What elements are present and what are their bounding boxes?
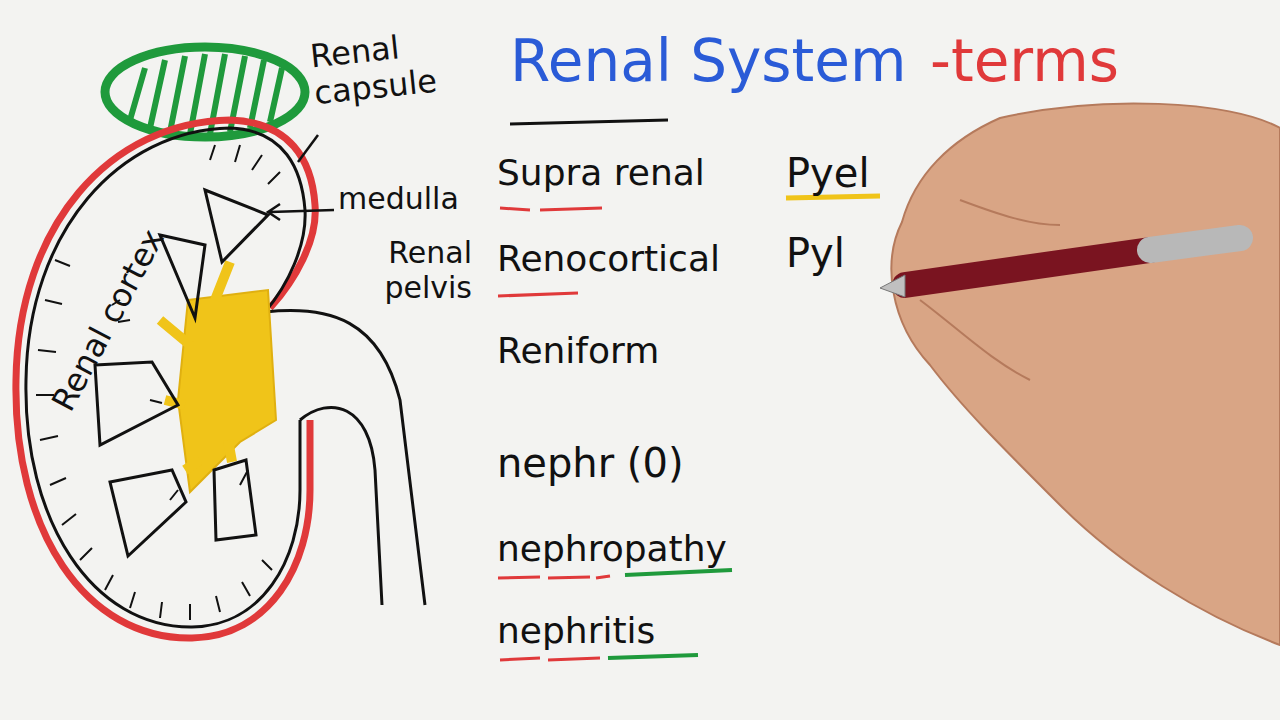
part-label: Renal cortex	[45, 223, 172, 417]
term: Supra renal	[497, 152, 705, 193]
ureter	[265, 310, 425, 605]
term-root: nephr (0)	[497, 440, 684, 486]
part-label: Renal pelvis	[302, 236, 472, 305]
pen-body	[905, 250, 1150, 285]
part-label: Renal capsule	[309, 22, 476, 112]
pyramid-marks	[112, 300, 248, 500]
title-underline	[510, 120, 668, 124]
kidney-outline	[26, 128, 305, 627]
calyx	[160, 262, 232, 470]
pen-tip	[880, 275, 905, 297]
term: Pyl	[786, 230, 845, 276]
title-suffix: -terms	[930, 28, 1119, 95]
kidney-outer-outline	[16, 120, 315, 638]
term: Reniform	[497, 330, 659, 371]
term: Renocortical	[497, 238, 720, 279]
cortex-ticks	[36, 145, 280, 620]
leader-line	[298, 135, 318, 162]
medullary-pyramid	[95, 190, 268, 556]
pen-cap	[1150, 238, 1240, 250]
term: nephropathy	[497, 528, 727, 569]
leader-arrow	[268, 204, 334, 220]
root-underline	[786, 196, 880, 198]
term: Pyel	[786, 150, 870, 196]
title: Renal System	[510, 28, 907, 95]
hand	[891, 103, 1280, 645]
part-label: medulla	[338, 182, 459, 217]
term: nephritis	[497, 610, 655, 651]
